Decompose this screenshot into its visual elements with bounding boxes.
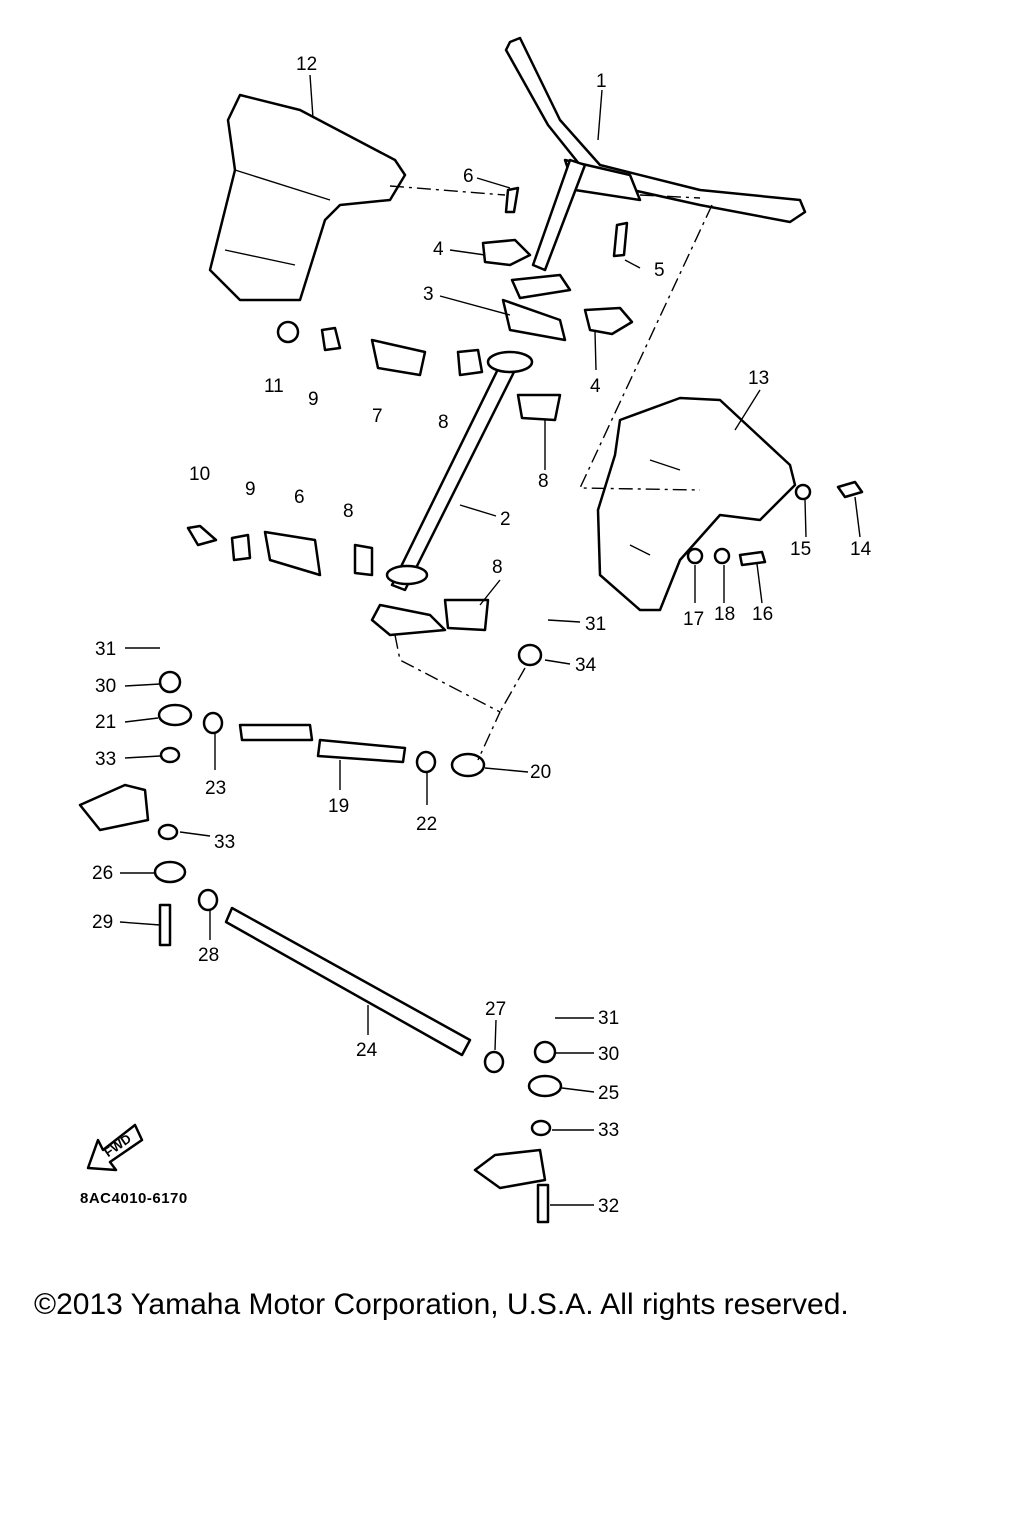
callout-2: 2 <box>500 509 511 530</box>
joints <box>78 643 563 1224</box>
callout-31: 31 <box>95 639 117 660</box>
callout-32: 32 <box>598 1196 620 1217</box>
copyright-notice: ©2013 Yamaha Motor Corporation, U.S.A. A… <box>34 1288 849 1321</box>
callout-6: 6 <box>294 487 305 508</box>
callout-5: 5 <box>654 260 665 281</box>
callout-31: 31 <box>598 1008 620 1029</box>
callout-9: 9 <box>308 389 319 410</box>
callout-24: 24 <box>356 1040 378 1061</box>
callout-16: 16 <box>752 604 774 625</box>
steering-column <box>370 158 587 637</box>
callout-30: 30 <box>95 676 117 697</box>
callout-17: 17 <box>683 609 705 630</box>
callout-34: 34 <box>575 655 597 676</box>
callout-30: 30 <box>598 1044 620 1065</box>
callout-33: 33 <box>214 832 236 853</box>
callout-4: 4 <box>433 239 444 260</box>
callout-25: 25 <box>598 1083 620 1104</box>
callout-27: 27 <box>485 999 507 1020</box>
callout-1: 1 <box>596 71 607 92</box>
callout-33: 33 <box>598 1120 620 1141</box>
upper-parts <box>186 186 634 632</box>
callout-11: 11 <box>264 376 284 397</box>
callout-9: 9 <box>245 479 256 500</box>
callout-10: 10 <box>189 464 211 485</box>
callout-7: 7 <box>372 406 383 427</box>
callout-8: 8 <box>538 471 549 492</box>
cover-hardware <box>686 480 864 567</box>
callout-26: 26 <box>92 863 114 884</box>
callout-14: 14 <box>850 539 872 560</box>
fwd-arrow-icon: FWD <box>86 1123 144 1172</box>
handlebar <box>504 36 807 224</box>
callout-29: 29 <box>92 912 114 933</box>
callout-20: 20 <box>530 762 552 783</box>
handle-cover <box>208 93 407 302</box>
callout-8: 8 <box>438 412 449 433</box>
callout-22: 22 <box>416 814 438 835</box>
callout-8: 8 <box>343 501 354 522</box>
callout-31: 31 <box>585 614 607 635</box>
callout-3: 3 <box>423 284 434 305</box>
callout-8: 8 <box>492 557 503 578</box>
callout-18: 18 <box>714 604 736 625</box>
column-cover <box>596 396 797 612</box>
diagram-code: 8AC4010-6170 <box>80 1190 188 1207</box>
assembly-lines <box>389 185 713 761</box>
callout-33: 33 <box>95 749 117 770</box>
callout-13: 13 <box>748 368 770 389</box>
callout-28: 28 <box>198 945 220 966</box>
callout-6: 6 <box>463 166 474 187</box>
callout-15: 15 <box>790 539 812 560</box>
leader-lines <box>119 74 861 1206</box>
callout-23: 23 <box>205 778 227 799</box>
callout-12: 12 <box>296 54 318 75</box>
callout-4: 4 <box>590 376 601 397</box>
callout-19: 19 <box>328 796 350 817</box>
callout-21: 21 <box>95 712 117 733</box>
tie-rods <box>224 723 472 1057</box>
